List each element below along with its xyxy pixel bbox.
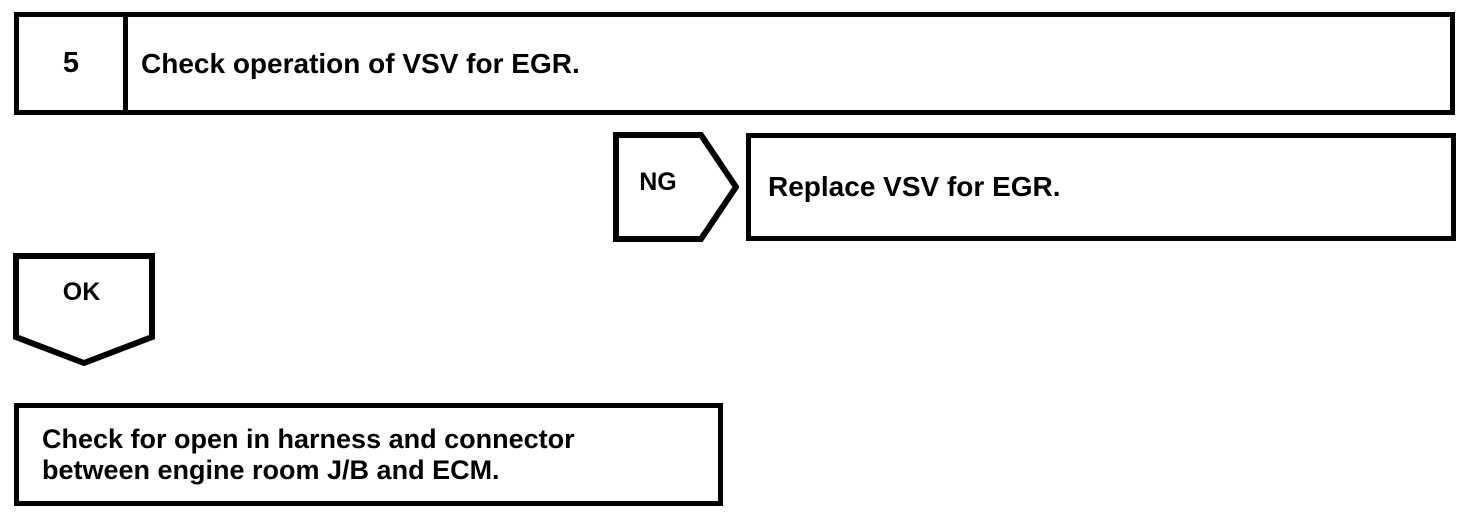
step-row: 5 Check operation of VSV for EGR.	[14, 12, 1455, 115]
ng-result-box: Replace VSV for EGR.	[746, 133, 1456, 241]
ok-result-text-line2: between engine room J/B and ECM.	[42, 454, 500, 485]
ok-branch-arrow	[13, 253, 155, 366]
ok-result-box: Check for open in harness and connector …	[14, 403, 723, 506]
ok-pennant-shape	[13, 253, 155, 366]
step-number-cell: 5	[19, 17, 128, 110]
ok-branch-label: OK	[62, 278, 101, 306]
ng-result-text: Replace VSV for EGR.	[768, 171, 1061, 203]
step-number: 5	[62, 47, 80, 79]
step-instruction-text: Check operation of VSV for EGR.	[141, 47, 580, 79]
ng-branch-label: NG	[639, 168, 677, 196]
step-description-cell: Check operation of VSV for EGR.	[128, 17, 1450, 110]
ok-result-text-line1: Check for open in harness and connector	[42, 423, 575, 454]
ng-branch-arrow	[613, 132, 739, 242]
ng-pennant-shape	[613, 132, 739, 242]
